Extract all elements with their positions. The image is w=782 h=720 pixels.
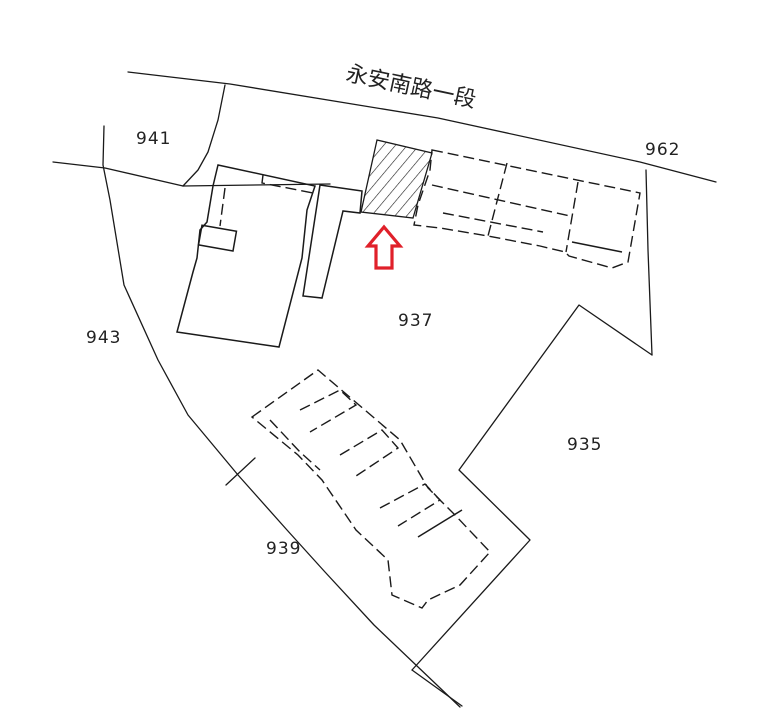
parcel-943-label: 943 bbox=[86, 328, 121, 348]
parcel-937-label: 937 bbox=[398, 311, 433, 331]
building-west-outline bbox=[176, 164, 316, 348]
parcel-939-label: 939 bbox=[266, 539, 301, 559]
highlighted-unit-hatch bbox=[360, 139, 433, 219]
building-south-outline bbox=[250, 369, 491, 609]
parcel-935-label: 935 bbox=[567, 435, 602, 455]
parcel-943-boundary bbox=[102, 125, 461, 708]
south-unit-row-3 bbox=[379, 483, 442, 527]
parcel-941-label: 941 bbox=[136, 129, 171, 149]
unit-east-end-line bbox=[571, 241, 623, 253]
south-unit-row-1 bbox=[299, 389, 358, 433]
building-south bbox=[250, 369, 491, 609]
highlighted-unit bbox=[360, 139, 433, 219]
road-north-edge bbox=[127, 71, 717, 183]
parcel-935-boundary bbox=[411, 304, 653, 671]
south-corridor bbox=[269, 419, 321, 471]
unit-divider-2 bbox=[487, 162, 508, 237]
building-west bbox=[176, 164, 316, 348]
parcel-boundaries bbox=[102, 84, 653, 708]
south-unit-row-2 bbox=[339, 429, 400, 477]
unit-divider-1 bbox=[431, 184, 571, 217]
parcel-962-label: 962 bbox=[645, 140, 680, 160]
target-arrow-icon bbox=[364, 224, 404, 270]
building-west-annex bbox=[197, 224, 238, 252]
parcel-939-west-tick bbox=[225, 457, 256, 486]
building-row-east-outline bbox=[413, 149, 641, 269]
south-inner-wall bbox=[417, 509, 463, 538]
parcel-939-south-tick bbox=[411, 669, 463, 707]
building-row-east bbox=[413, 149, 641, 269]
parcel-962-boundary bbox=[645, 169, 653, 356]
building-west-inner-dashed bbox=[261, 174, 314, 194]
unit-divider-4 bbox=[442, 212, 544, 233]
road-south-edge bbox=[52, 161, 184, 187]
parcel-941-east-boundary bbox=[182, 84, 226, 187]
building-strip bbox=[302, 184, 363, 299]
building-west-inner-dashed-2 bbox=[219, 187, 226, 227]
unit-divider-3 bbox=[565, 181, 579, 253]
